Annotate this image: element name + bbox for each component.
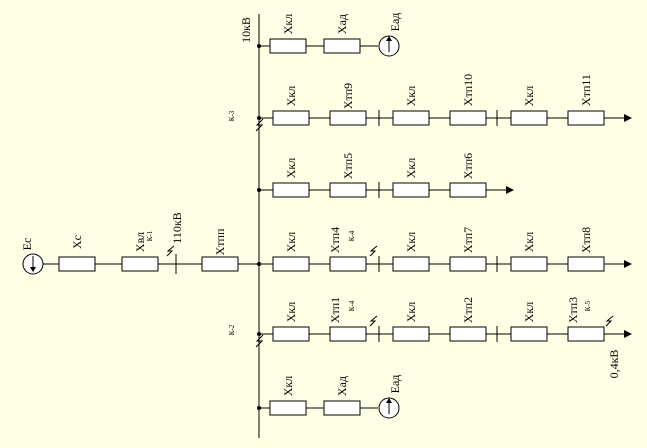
xtp2-element [449,326,487,342]
branch-3: К-4 Xкл Xтп4 Xкл Xтп7 Xкл Xтп8 [257,227,632,272]
xtp8-label: Xтп8 [579,227,593,253]
fault-k3: К-3 [228,110,236,121]
fault-k4: К-4 [348,300,356,311]
xkl-element [510,256,548,272]
xad-element [323,400,361,416]
fault-k5: К-5 [584,300,592,311]
xkl-label: Xкл [522,302,536,322]
bus-04kv-label: 0,4кВ [607,350,621,379]
motor-label: Eад [388,13,402,32]
xkl-label: Xкл [522,86,536,106]
xtp5-label: Xтп5 [341,153,355,179]
xkl-element [510,326,548,342]
xkl-element [392,110,430,126]
xvl-element [121,256,159,272]
xad-element [323,38,361,54]
xtp4-label: Xтп4 [328,227,342,253]
xtpp-element [201,256,239,272]
xtp7-element [449,256,487,272]
xkl-label: Xкл [404,302,418,322]
xtp3-element [567,326,605,342]
branch-top: Xкл Xад Eад [257,13,402,57]
xc-label: Xc [70,235,84,249]
xkl-element [392,326,430,342]
xkl-element [510,110,548,126]
motor-label: Eад [388,375,402,394]
branch-4: К-2 К-4 К-5 Xкл Xтп1 Xкл Xтп2 Xкл Xтп3 0… [228,297,632,379]
xtp10-element [449,110,487,126]
branch-2: Xкл Xтп5 Xкл Xтп6 [257,153,514,198]
xtp9-label: Xтп9 [341,83,355,109]
bus-110kv-label: 110кВ [170,212,184,243]
xkl-label: Xкл [284,232,298,252]
xkl-element [392,182,430,198]
fault-k2: К-2 [228,324,236,335]
xkl-label: Xкл [284,86,298,106]
xtp6-element [449,182,487,198]
xkl-label: Xкл [522,232,536,252]
xkl-label: Xкл [284,158,298,178]
xtp11-element [567,110,605,126]
bus-10kv-label: 10кВ [239,17,253,43]
xad-label: Xад [335,376,349,396]
xtp7-label: Xтп7 [461,227,475,253]
fault-k1: К-1 [146,230,154,241]
xtp3-label: Xтп3 [566,297,580,323]
xvl-label: Xвл [133,232,147,252]
xkl-label: Xкл [281,376,295,396]
xkl-element [272,256,310,272]
xkl-element [269,400,307,416]
fault-k4: К-4 [348,230,356,241]
source-chain: Ec Xc Xвл К-1 110кВ Xтпп [20,212,259,275]
xad-label: Xад [335,14,349,34]
xtp11-label: Xтп11 [579,74,593,106]
branch-bottom: Xкл Xад Eад [257,375,402,419]
xtp2-label: Xтп2 [461,297,475,323]
xtpp-label: Xтпп [213,228,227,255]
xkl-label: Xкл [404,232,418,252]
source-label: Ec [20,238,34,251]
xtp8-element [567,256,605,272]
xtp6-label: Xтп6 [461,153,475,179]
xtp1-element [329,326,367,342]
branch-1: К-3 Xкл Xтп9 Xкл Xтп10 Xкл Xтп11 [228,74,632,132]
xtp5-element [329,182,367,198]
xkl-element [392,256,430,272]
xtp10-label: Xтп10 [461,74,475,106]
xkl-label: Xкл [281,14,295,34]
xtp9-element [329,110,367,126]
xkl-element [272,182,310,198]
xc-element [58,256,96,272]
xkl-element [272,326,310,342]
xtp4-element [329,256,367,272]
xkl-element [269,38,307,54]
xkl-label: Xкл [404,158,418,178]
xkl-label: Xкл [404,86,418,106]
xkl-element [272,110,310,126]
xtp1-label: Xтп1 [328,297,342,323]
xkl-label: Xкл [284,302,298,322]
